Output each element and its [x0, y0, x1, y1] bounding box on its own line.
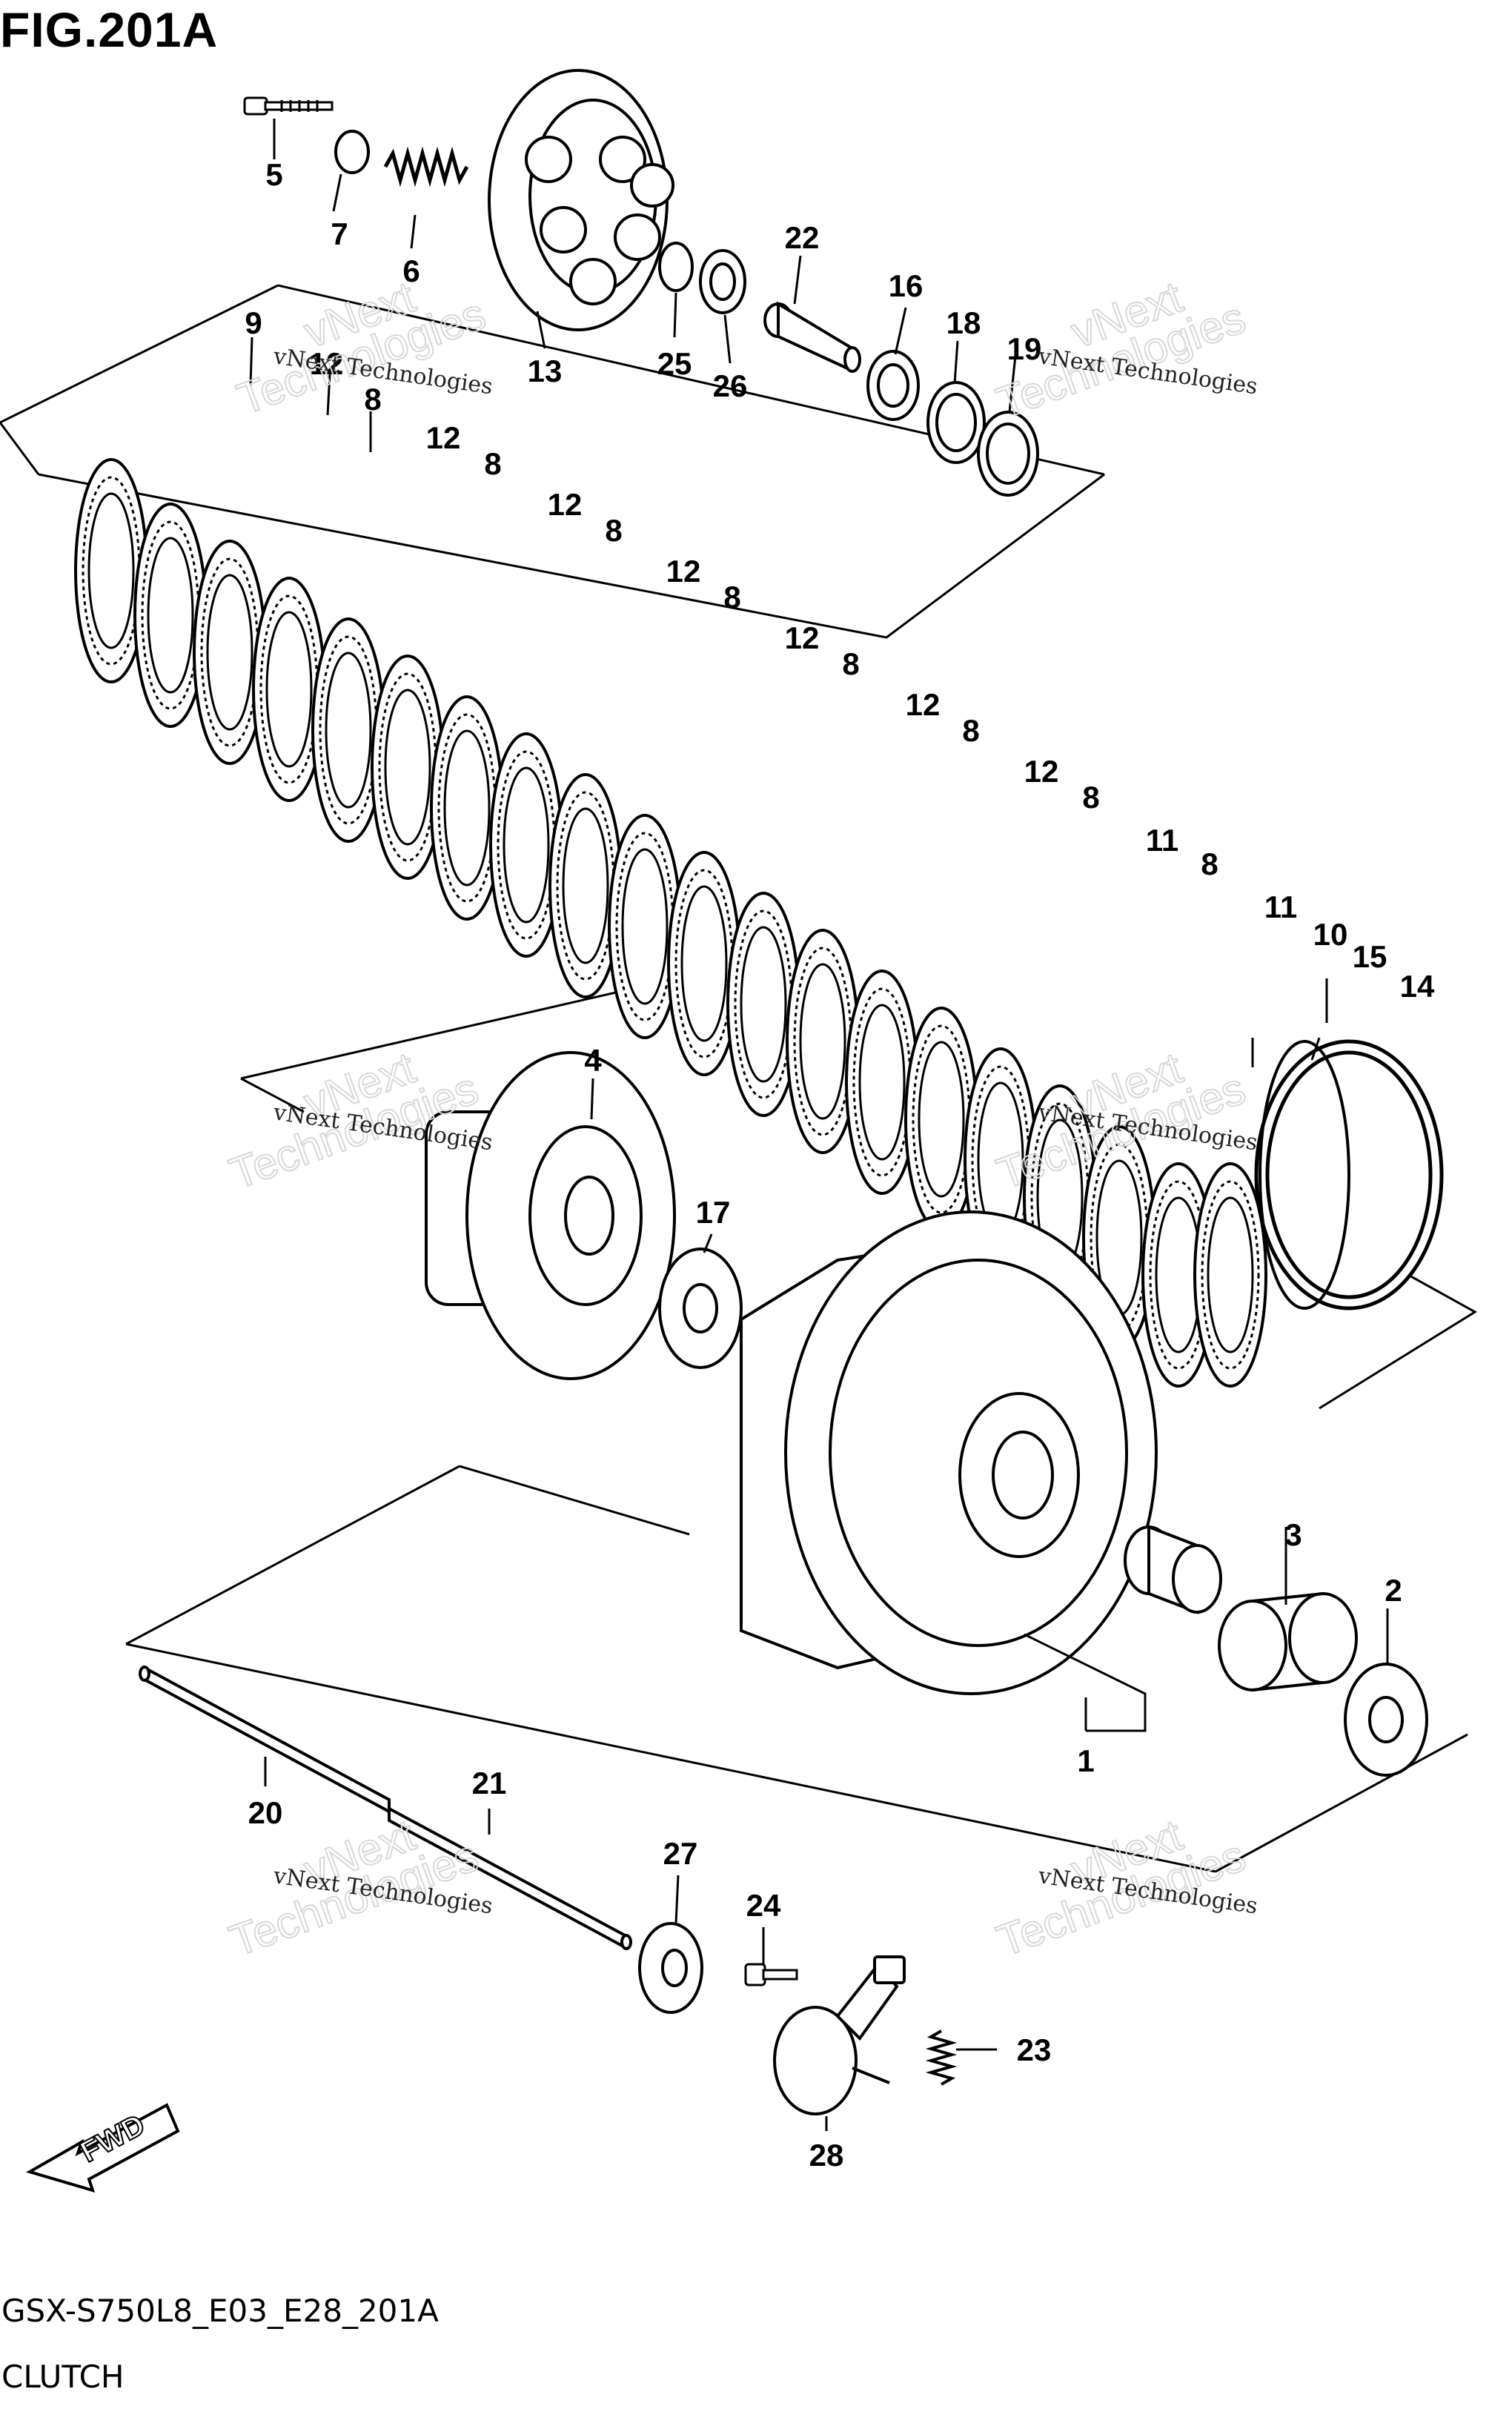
callout-24: 24	[746, 1888, 781, 1923]
callout-11: 11	[1146, 823, 1178, 858]
washer-25	[658, 242, 694, 292]
callout-21: 21	[472, 1766, 507, 1800]
callout-19: 19	[1007, 331, 1042, 366]
callout-28: 28	[809, 2138, 844, 2173]
nut-16	[866, 350, 920, 421]
leader-lines	[249, 119, 1389, 2131]
bearing-26	[699, 249, 746, 314]
callout-8: 8	[605, 513, 622, 548]
push-rod-21	[388, 1806, 632, 1951]
fwd-arrow: FWD	[25, 2103, 180, 2193]
callout-1: 1	[1077, 1743, 1094, 1778]
callout-16: 16	[889, 268, 924, 303]
callout-12: 12	[906, 687, 941, 722]
spacer-7	[334, 130, 370, 174]
spring-seat-15	[1259, 1040, 1350, 1310]
callout-13: 13	[528, 354, 563, 388]
pressure-plate	[488, 69, 674, 331]
watermarks: vNext Technologies vNext Technologies vN…	[223, 271, 1259, 1967]
callout-18: 18	[946, 305, 981, 340]
callout-22: 22	[785, 220, 820, 255]
callout-labels: 5 7 6 13 25 26 22 16 18 19 9 12 8 12 8 1…	[245, 157, 1435, 2173]
needle-bearing-3	[1218, 1592, 1358, 1691]
callout-15: 15	[1353, 939, 1387, 974]
bolt-24	[744, 1963, 798, 1986]
callout-26: 26	[713, 368, 748, 403]
callout-5: 5	[265, 157, 282, 192]
callout-27: 27	[663, 1836, 698, 1871]
callout-9: 9	[245, 305, 262, 340]
callout-12: 12	[426, 420, 461, 455]
release-cam-28	[773, 1955, 906, 2115]
bolt-5	[243, 96, 334, 116]
washer-19	[977, 411, 1039, 497]
callout-12: 12	[785, 620, 820, 655]
callout-6: 6	[402, 253, 420, 288]
callout-8: 8	[484, 446, 501, 481]
callout-8: 8	[1201, 846, 1218, 881]
model-code: GSX-S750L8_E03_E28_201A	[1, 2293, 439, 2329]
figure-caption: CLUTCH	[1, 2359, 125, 2395]
figure-title: FIG.201A	[0, 2, 219, 57]
callout-7: 7	[331, 216, 348, 251]
callout-10: 10	[1313, 917, 1348, 952]
bearing-27	[638, 1922, 703, 2014]
callout-23: 23	[1017, 2032, 1052, 2067]
callout-12: 12	[548, 487, 583, 522]
bottom-group-frame	[125, 1465, 1468, 1873]
sleeve-hub-4	[425, 1051, 676, 1380]
callout-8: 8	[962, 713, 979, 748]
washer-18	[926, 381, 986, 464]
callout-11: 11	[1264, 889, 1297, 924]
callout-8: 8	[1082, 780, 1099, 815]
callout-14: 14	[1400, 969, 1435, 1004]
callout-3: 3	[1284, 1517, 1302, 1552]
callout-12: 12	[666, 554, 701, 589]
wire-ring-14	[1254, 1039, 1444, 1310]
spring-6	[383, 146, 469, 188]
callout-8: 8	[842, 646, 859, 681]
callout-8: 8	[723, 580, 740, 614]
clutch-housing-1	[740, 1210, 1158, 1695]
push-rod-20	[139, 1665, 391, 1815]
callout-2: 2	[1385, 1573, 1402, 1608]
callout-12: 12	[309, 346, 344, 381]
washer-17	[658, 1247, 743, 1369]
thrust-washer-2	[1344, 1663, 1428, 1777]
callout-17: 17	[696, 1195, 731, 1230]
callout-12: 12	[1024, 754, 1059, 789]
spring-23	[925, 2029, 958, 2086]
callout-4: 4	[584, 1043, 602, 1078]
spacer-sleeve	[1124, 1525, 1222, 1614]
callout-25: 25	[657, 346, 692, 381]
callout-20: 20	[248, 1795, 283, 1830]
callout-8: 8	[364, 382, 381, 417]
push-rod-22	[763, 301, 861, 374]
